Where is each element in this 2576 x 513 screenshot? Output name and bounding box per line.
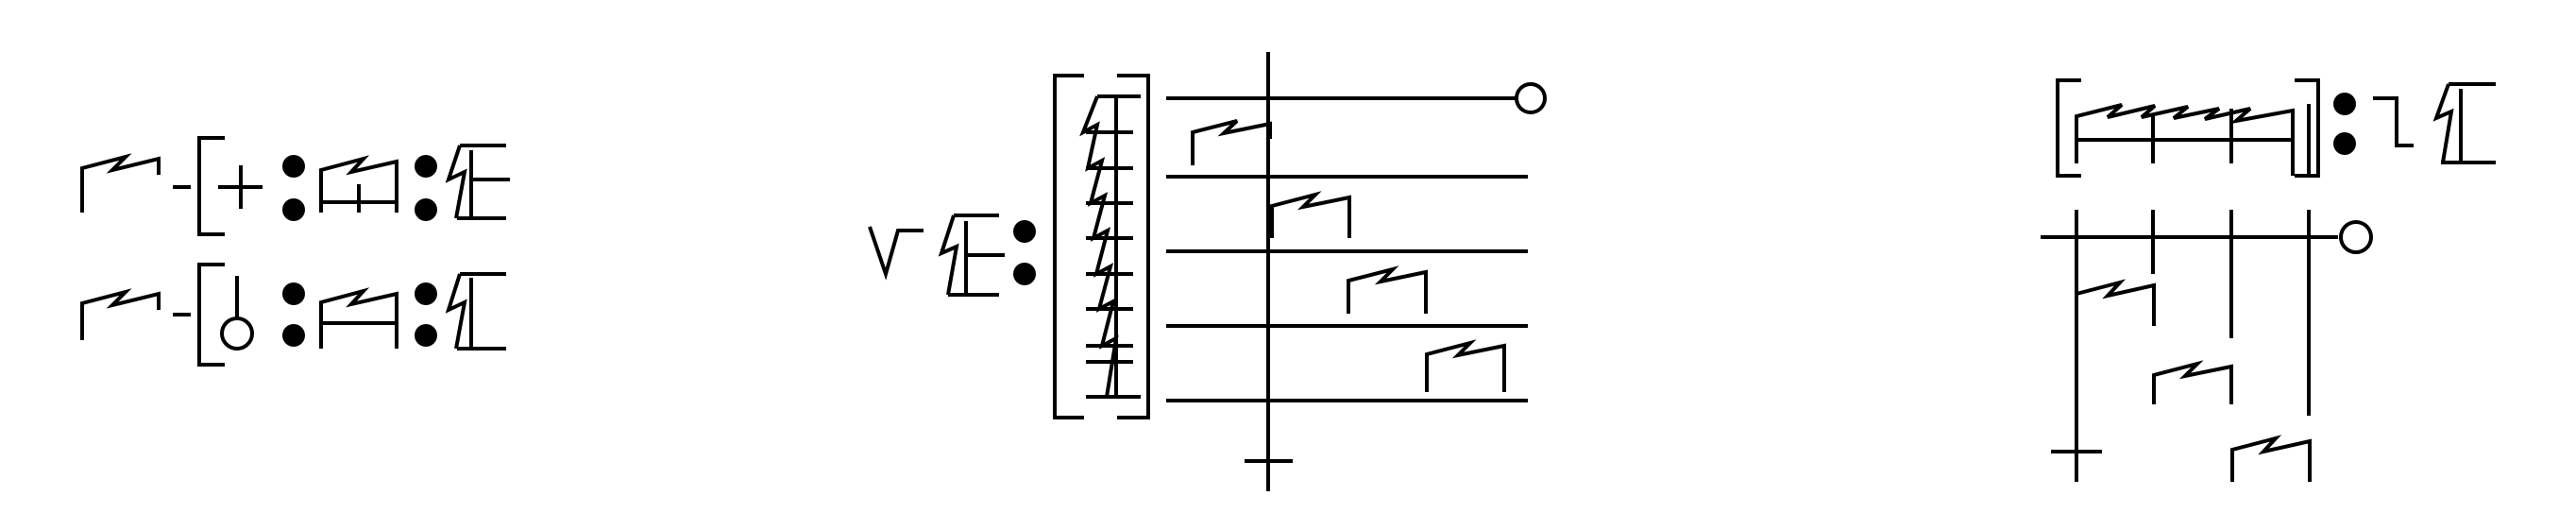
open-bracket — [197, 263, 225, 367]
colon-dot — [415, 324, 437, 347]
zigzag-glyph — [1347, 265, 1428, 314]
open-bracket — [197, 136, 225, 236]
zigzag-box-glyph — [319, 287, 398, 349]
colon-dot — [282, 282, 305, 305]
colon-dot — [282, 324, 305, 347]
zigzag-glyph — [1425, 339, 1506, 392]
colon-dot — [1013, 263, 1036, 285]
open-circle-icon — [220, 316, 254, 351]
bolt-bar-glyph — [938, 214, 1005, 297]
stacked-glyph-column — [1079, 94, 1141, 399]
bolt-bar-glyph — [445, 272, 506, 351]
open-circle-icon — [1515, 82, 1547, 114]
bolt-chain — [1079, 95, 1119, 398]
zigzag-glyph — [1270, 191, 1351, 238]
center-group — [868, 52, 1547, 491]
colon-dot — [415, 282, 437, 305]
v-glyph — [868, 226, 924, 281]
colon-dot — [2333, 93, 2356, 115]
zigzag-glyph — [2152, 360, 2233, 404]
zigzag-glyph — [2075, 279, 2156, 326]
zigzag-glyph — [80, 288, 161, 340]
open-circle-icon — [2339, 220, 2373, 254]
left-row-2 — [80, 263, 506, 367]
zigzag-row-glyph — [2075, 103, 2295, 176]
right-bracket — [1117, 74, 1150, 419]
zigzag-glyph — [2230, 435, 2312, 482]
zigzag-glyph — [80, 153, 161, 213]
left-bracket — [2056, 78, 2081, 178]
colon-dot — [282, 198, 305, 221]
colon-dot — [2333, 132, 2356, 155]
colon-dot — [282, 155, 305, 178]
plus-mark — [218, 165, 263, 209]
colon-dot — [415, 155, 437, 178]
zigzag-box-glyph — [319, 155, 398, 213]
right-group — [2041, 78, 2496, 482]
zigzag-glyph — [1191, 119, 1272, 165]
left-bracket — [1053, 74, 1084, 419]
right-bracket — [2295, 78, 2320, 178]
hook-glyph — [2373, 96, 2414, 147]
left-row-1 — [80, 136, 510, 236]
colon-dot — [415, 198, 437, 221]
bolt-bar-glyph — [2432, 82, 2496, 164]
colon-dot — [1013, 220, 1036, 243]
left-group — [80, 136, 510, 367]
bolt-bar-glyph — [445, 144, 510, 220]
